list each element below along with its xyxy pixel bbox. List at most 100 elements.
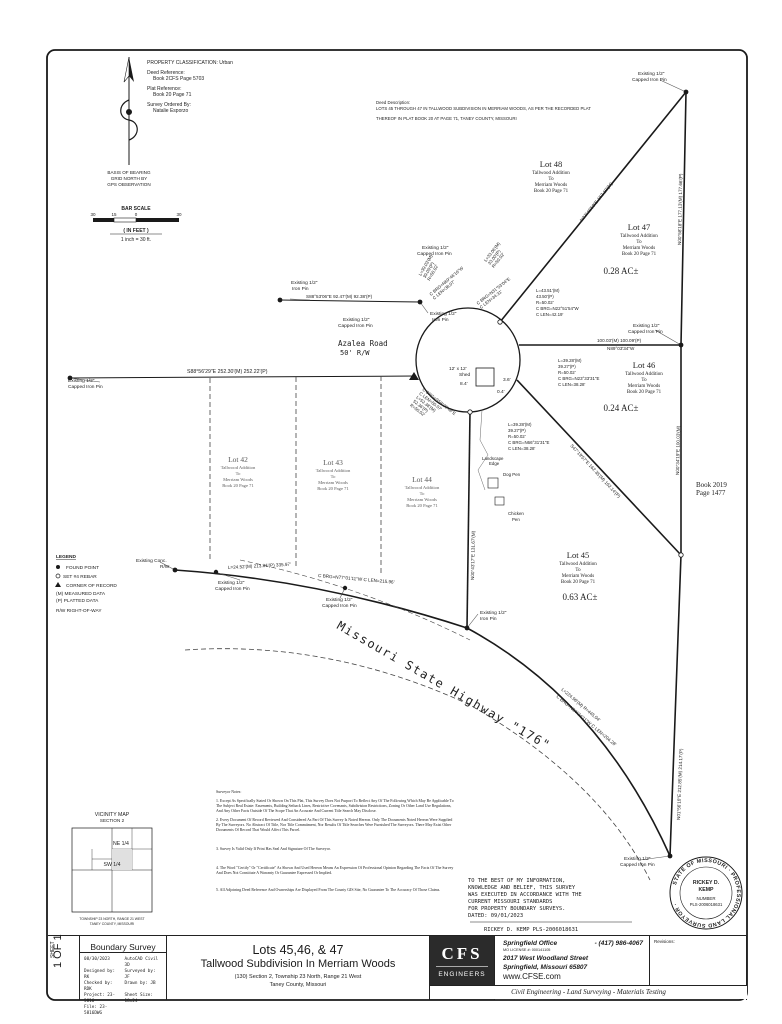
svg-text:Capped Iron Pin: Capped Iron Pin	[338, 323, 373, 329]
survey-ordered-label: Survey Ordered By:	[147, 102, 191, 108]
drawing-info: 08/30/2023 AutoCAD Civil 3D Designed by:…	[84, 957, 159, 1016]
vicinity-map: VICINITY MAP SECTION 2 NE 1/4 SW 1/4 TOW…	[71, 812, 153, 926]
svg-text:To: To	[641, 378, 647, 383]
svg-text:KNOWLEDGE AND BELIEF, THIS SUR: KNOWLEDGE AND BELIEF, THIS SURVEY	[468, 885, 576, 891]
surveyor-notes: Surveyor Notes: 1. Except As Specificall…	[216, 790, 454, 892]
found-point-icon	[464, 625, 470, 631]
east-boundary	[669, 91, 687, 857]
header-notes: PROPERTY CLASSIFICATION: Urban Deed Refe…	[147, 60, 233, 114]
svg-text:L=39.28'(M): L=39.28'(M)	[508, 422, 532, 427]
svg-text:RICKEY D.: RICKEY D.	[693, 880, 720, 886]
svg-text:Lot 48: Lot 48	[540, 159, 562, 169]
svg-text:To: To	[575, 568, 581, 573]
svg-text:RICKEY D. KEMP PLS-2006018631: RICKEY D. KEMP PLS-2006018631	[484, 927, 578, 933]
highway-row-dashed	[184, 648, 651, 881]
found-point-icon	[417, 299, 423, 305]
svg-text:12' x 12': 12' x 12'	[449, 366, 467, 372]
svg-text:R=50.02': R=50.02'	[558, 370, 576, 375]
svg-text:Existing Conc.: Existing Conc.	[136, 558, 167, 564]
office-phone: - (417) 986-4067	[594, 940, 643, 947]
svg-text:(P) PLATTED DATA: (P) PLATTED DATA	[56, 598, 99, 604]
svg-text:Merriam Woods: Merriam Woods	[623, 246, 655, 251]
svg-text:WAS EXECUTED IN ACCORDANCE WIT: WAS EXECUTED IN ACCORDANCE WITH THE	[468, 892, 582, 898]
svg-text:Book 20 Page 71: Book 20 Page 71	[317, 486, 349, 491]
found-point-icon	[213, 569, 219, 575]
svg-text:Lot 46: Lot 46	[633, 360, 655, 370]
svg-text:TO THE BEST OF MY INFORMATION,: TO THE BEST OF MY INFORMATION,	[468, 878, 565, 884]
curve-c2b: C BRG=N31°53'04"E C LEN=34.31'	[476, 276, 512, 309]
deed-reference: Book 2CFS Page 5703	[153, 76, 204, 82]
road-south-row	[69, 375, 417, 379]
svg-text:1 inch = 30 ft.: 1 inch = 30 ft.	[121, 237, 151, 243]
lot-45-west-line	[466, 411, 471, 629]
surveyor-seal: STATE OF MISSOURI · PROFESSIONAL LAND SU…	[669, 856, 743, 930]
found-point-icon	[56, 565, 60, 569]
svg-text:Existing 1/2": Existing 1/2"	[326, 597, 353, 603]
svg-text:Tallwood Addition: Tallwood Addition	[405, 485, 440, 490]
svg-text:R=50.02': R=50.02'	[508, 434, 526, 439]
svg-text:NE 1/4: NE 1/4	[113, 841, 129, 847]
svg-text:Merriam Woods: Merriam Woods	[223, 477, 253, 482]
lot-46-area: 0.24 AC±	[604, 403, 639, 413]
company-website[interactable]: www.CFSE.com	[503, 972, 561, 981]
svg-text:Merriam Woods: Merriam Woods	[628, 384, 660, 389]
office-address-2: Springfield, Missouri 65807	[503, 964, 588, 971]
svg-text:Merriam Woods: Merriam Woods	[407, 497, 437, 502]
svg-text:To: To	[636, 240, 642, 245]
svg-text:Pen: Pen	[512, 517, 520, 522]
office-license: MO LICENSE #: 000141105	[503, 948, 551, 952]
svg-text:C BRG=N22°51'54"W: C BRG=N22°51'54"W	[536, 306, 579, 311]
svg-text:Iron Pin: Iron Pin	[480, 616, 497, 622]
svg-text:39.27'(P): 39.27'(P)	[558, 364, 576, 369]
svg-text:Existing 1/2": Existing 1/2"	[480, 610, 507, 616]
svg-text:Capped Iron Pin: Capped Iron Pin	[215, 586, 250, 592]
svg-text:CURRENT MISSOURI STANDARDS: CURRENT MISSOURI STANDARDS	[468, 899, 552, 905]
svg-text:C BRG=N31°53'04"E: C BRG=N31°53'04"E	[476, 276, 512, 305]
svg-text:Deed Description:: Deed Description:	[376, 100, 410, 105]
office-info: Springfield Office - (417) 986-4067 MO L…	[495, 936, 650, 1000]
project-county: Taney County, Missouri	[269, 982, 327, 988]
svg-text:Lot 42: Lot 42	[228, 455, 248, 464]
svg-text:CORNER OF RECORD: CORNER OF RECORD	[66, 583, 117, 589]
svg-text:0: 0	[135, 212, 138, 217]
svg-text:Tallwood Addition: Tallwood Addition	[625, 372, 663, 377]
svg-text:To: To	[331, 474, 336, 479]
curve-c5: L=39.28'(M) 39.27'(P) R=50.02' C BRG=N66…	[508, 422, 549, 451]
svg-text:VICINITY MAP: VICINITY MAP	[95, 812, 130, 818]
svg-text:Book 20 Page 71: Book 20 Page 71	[534, 189, 569, 194]
svg-text:Book 20 Page 71: Book 20 Page 71	[622, 252, 657, 257]
svg-text:Dog Pen: Dog Pen	[503, 472, 521, 477]
curve-c1: L=39.03'(M) 39.09'(P) R=50.02'	[418, 253, 440, 281]
svg-text:TANEY COUNTY, MISSOURI: TANEY COUNTY, MISSOURI	[90, 922, 135, 926]
lot-44: Lot 44 Tallwood Addition To Merriam Wood…	[405, 475, 440, 508]
svg-text:Tallwood Addition: Tallwood Addition	[620, 234, 658, 239]
deed-reference-label: Deed Reference:	[147, 70, 185, 76]
svg-text:To: To	[420, 491, 425, 496]
revisions-cell: Revisions:	[650, 936, 747, 1000]
company-banner: Civil Engineering - Land Surveying - Mat…	[430, 985, 747, 999]
svg-text:( IN FEET ): ( IN FEET )	[123, 228, 149, 234]
svg-text:Tallwood Addition: Tallwood Addition	[221, 465, 256, 470]
svg-text:Lot 45: Lot 45	[567, 550, 589, 560]
curve-c6: C BRG=S58°29'48"E C LEN=50.07' L=52.38'(…	[409, 387, 457, 418]
corner-of-record-icon	[409, 372, 419, 380]
pin-labels: Existing 1/2" Capped Iron Pin Existing 1…	[68, 71, 667, 868]
office-label: Springfield Office	[503, 940, 558, 947]
survey-pins	[67, 89, 689, 859]
svg-text:To: To	[548, 177, 554, 182]
deed-description: Deed Description: LOTS 45 THROUGH 47 IN …	[376, 100, 591, 121]
north-arrow-icon	[120, 56, 138, 165]
lot-line-46-45	[516, 379, 682, 556]
corner-of-record-icon	[55, 582, 61, 587]
svg-text:Lot 43: Lot 43	[323, 458, 343, 467]
svg-text:Merriam Woods: Merriam Woods	[318, 480, 348, 485]
svg-text:PLS-2006018631: PLS-2006018631	[690, 902, 723, 907]
lot-45-area: 0.63 AC±	[563, 592, 598, 602]
found-point-icon	[172, 567, 178, 573]
svg-text:30: 30	[176, 212, 182, 217]
svg-text:Existing 1/2": Existing 1/2"	[68, 378, 95, 384]
course-east-mid: N00°34'19"E 100.03'(M)	[675, 425, 681, 475]
svg-text:L=39.28'(M): L=39.28'(M)	[558, 358, 582, 363]
course-road-south: S88°56'29"E 252.30'(M) 252.22'(P)	[187, 369, 268, 375]
svg-text:GPS OBSERVATION: GPS OBSERVATION	[107, 182, 150, 187]
